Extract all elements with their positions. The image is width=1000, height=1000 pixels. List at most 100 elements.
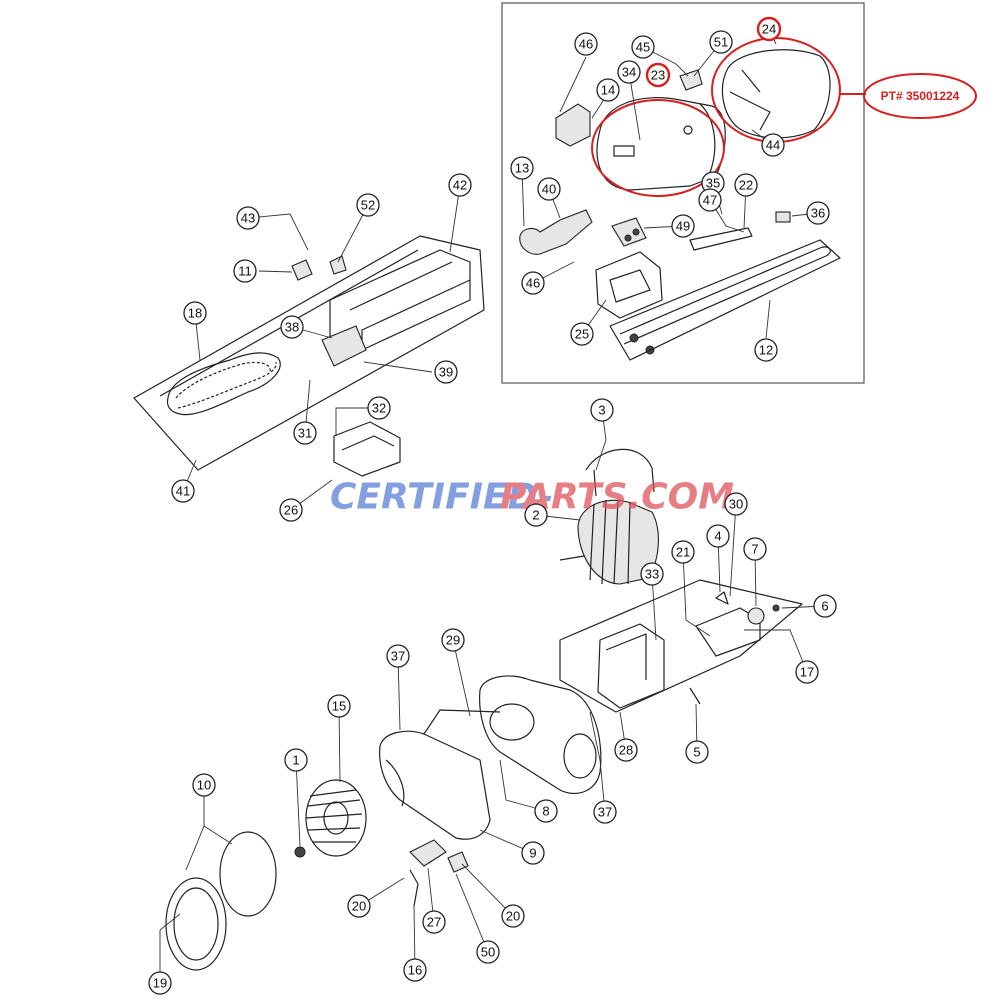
terminal-block-part xyxy=(519,209,593,255)
callout-c38: 38 xyxy=(280,315,304,339)
callout-c27: 27 xyxy=(422,910,446,934)
callout-c20a: 20 xyxy=(347,894,371,918)
callout-label: 41 xyxy=(176,484,190,499)
callout-c5: 5 xyxy=(685,740,709,764)
callout-label: 46 xyxy=(579,37,593,52)
callout-label: 11 xyxy=(238,264,252,279)
callout-label: 42 xyxy=(453,178,467,193)
callout-c4: 4 xyxy=(706,524,730,548)
callout-c3: 3 xyxy=(590,398,614,422)
callout-c40: 40 xyxy=(537,177,561,201)
element-plate xyxy=(609,239,841,361)
callout-c20b: 20 xyxy=(501,904,525,928)
blower-cover-part xyxy=(479,675,602,794)
callout-c21: 21 xyxy=(671,540,695,564)
callout-label: 29 xyxy=(446,633,460,648)
callout-c52: 52 xyxy=(356,193,380,217)
callout-c13: 13 xyxy=(510,156,534,180)
callout-label: 1 xyxy=(292,753,299,768)
callout-label: 40 xyxy=(542,182,556,197)
callout-label: 6 xyxy=(821,599,828,614)
callout-c2: 2 xyxy=(524,503,548,527)
thermostat-part xyxy=(679,69,703,91)
callout-c26: 26 xyxy=(279,498,303,522)
callout-c32: 32 xyxy=(367,396,391,420)
heating-element-part xyxy=(619,247,827,345)
callout-c36: 36 xyxy=(806,201,830,225)
callout-label: 22 xyxy=(739,178,753,193)
screw-part xyxy=(689,687,701,705)
mount-plate-part xyxy=(333,421,401,477)
callout-label: 14 xyxy=(601,83,615,98)
callout-c42: 42 xyxy=(448,173,472,197)
callout-c9: 9 xyxy=(521,841,545,865)
bracket-part xyxy=(555,103,591,147)
callout-c30: 30 xyxy=(724,492,748,516)
callout-label: 50 xyxy=(481,945,495,960)
callout-label: 45 xyxy=(636,40,650,55)
callout-label: 19 xyxy=(153,976,167,991)
motor-bracket-part xyxy=(597,623,665,709)
callout-c50: 50 xyxy=(476,940,500,964)
callout-label: 43 xyxy=(241,211,255,226)
callout-c43: 43 xyxy=(236,206,260,230)
blower-ring-part xyxy=(219,831,277,917)
clip-screw-part xyxy=(409,869,419,907)
callout-label: 38 xyxy=(285,320,299,335)
callout-c23: 23 xyxy=(645,62,671,88)
highlight-ring-24 xyxy=(711,37,841,143)
callout-c17: 17 xyxy=(795,660,819,684)
heater-shield-upper-part xyxy=(721,49,831,139)
callout-label: 15 xyxy=(332,699,346,714)
idler-pulley-part xyxy=(747,607,765,625)
leader-lines xyxy=(159,28,826,983)
motor-strap-part xyxy=(585,448,655,497)
callout-c19: 19 xyxy=(148,971,172,995)
callout-label: 2 xyxy=(532,508,539,523)
callout-label: 27 xyxy=(427,915,441,930)
callout-c11: 11 xyxy=(233,259,257,283)
terminal-bracket-part xyxy=(321,325,367,367)
callout-label: 44 xyxy=(766,138,780,153)
callout-label: 46 xyxy=(526,276,540,291)
heater-channel-part xyxy=(329,249,471,351)
callout-label: 3 xyxy=(598,403,605,418)
callout-label: 37 xyxy=(598,805,612,820)
part-number-badge: PT# 35001224 xyxy=(863,73,977,119)
callout-label: 32 xyxy=(372,401,386,416)
callout-c39: 39 xyxy=(434,360,458,384)
callout-c29: 29 xyxy=(441,628,465,652)
callout-c1: 1 xyxy=(284,748,308,772)
callout-c24: 24 xyxy=(756,16,782,42)
clamp-part xyxy=(447,851,469,873)
callout-label: 10 xyxy=(197,778,211,793)
blower-wheel-part xyxy=(305,779,367,857)
callout-c33: 33 xyxy=(640,562,664,586)
callout-c25: 25 xyxy=(570,322,594,346)
callout-label: 31 xyxy=(298,426,312,441)
callout-c18: 18 xyxy=(183,301,207,325)
watermark-left: CERTIFIED- xyxy=(330,477,553,518)
callout-c49: 49 xyxy=(671,214,695,238)
gasket-part xyxy=(409,839,447,867)
inset-frame xyxy=(501,2,865,384)
callout-c46a: 46 xyxy=(574,32,598,56)
heater-box-base xyxy=(133,235,485,471)
callout-c15: 15 xyxy=(327,694,351,718)
callout-label: 18 xyxy=(188,306,202,321)
callout-label: 36 xyxy=(811,206,825,221)
callout-label: 49 xyxy=(676,219,690,234)
blower-nut-part xyxy=(294,846,306,858)
callout-c46b: 46 xyxy=(521,271,545,295)
mount-bracket-part xyxy=(595,251,663,319)
callout-label: 37 xyxy=(391,649,405,664)
callout-c34: 34 xyxy=(617,60,641,84)
callout-c16: 16 xyxy=(403,958,427,982)
callout-label: 21 xyxy=(676,545,690,560)
callout-c28: 28 xyxy=(614,738,638,762)
small-clip-part xyxy=(291,259,313,281)
motor-assembly xyxy=(165,448,803,971)
callout-label: 13 xyxy=(515,161,529,176)
callout-c6: 6 xyxy=(813,594,837,618)
